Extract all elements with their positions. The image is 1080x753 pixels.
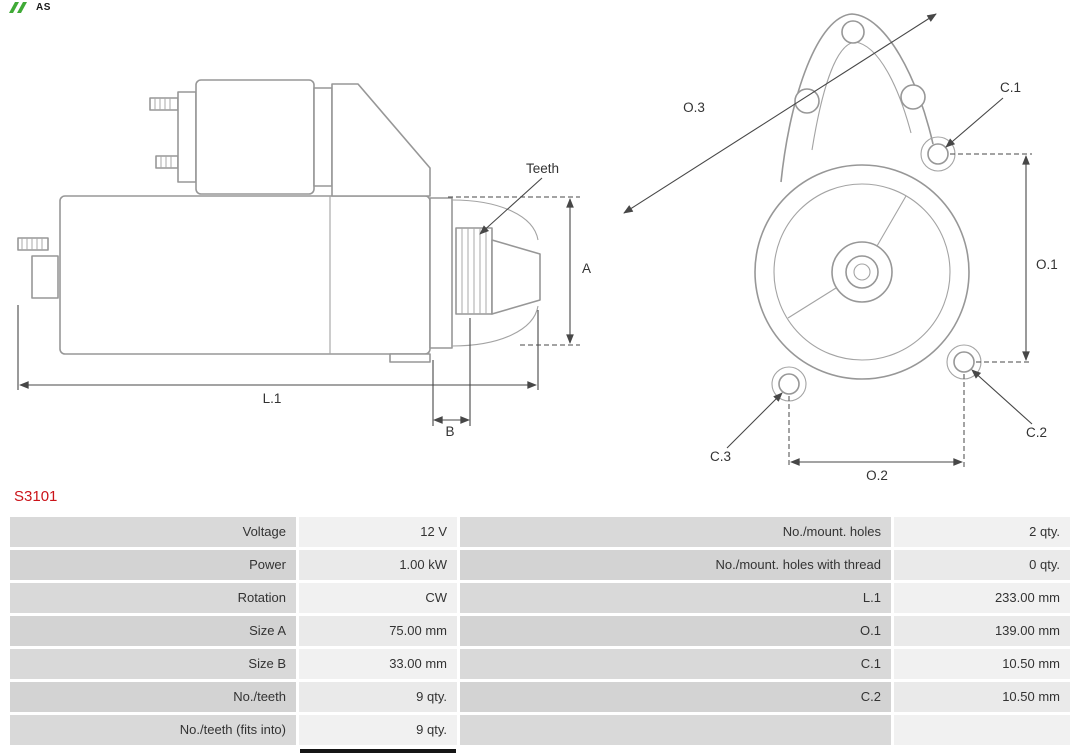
spec-label: O.1 (460, 616, 891, 646)
dim-label-teeth: Teeth (526, 161, 559, 176)
dim-label-a: A (582, 261, 591, 276)
spec-value: 12 V (299, 517, 457, 547)
dim-label-c2: C.2 (1026, 425, 1047, 440)
spec-value: 2 qty. (894, 517, 1070, 547)
dim-label-l1: L.1 (263, 391, 282, 406)
spec-label: Size A (10, 616, 296, 646)
spec-value (894, 715, 1070, 745)
spec-label: No./mount. holes with thread (460, 550, 891, 580)
spec-label: No./teeth (fits into) (10, 715, 296, 745)
spec-value: 10.50 mm (894, 682, 1070, 712)
spec-label: No./mount. holes (460, 517, 891, 547)
spec-label: Voltage (10, 517, 296, 547)
spec-value: 10.50 mm (894, 649, 1070, 679)
spec-value: 1.00 kW (299, 550, 457, 580)
spec-label: Size B (10, 649, 296, 679)
spec-label: No./teeth (10, 682, 296, 712)
spec-value: 33.00 mm (299, 649, 457, 679)
brand-logo-text: AS (36, 1, 51, 13)
starter-front-view: O.3 O.1 O.2 C.1 C.2 C.3 (623, 13, 1058, 483)
starter-side-view: Teeth A L.1 B (17, 79, 591, 439)
brand-logo-icon (9, 1, 27, 13)
dim-label-o1: O.1 (1036, 257, 1058, 272)
dim-label-c3: C.3 (710, 449, 731, 464)
spec-label: C.1 (460, 649, 891, 679)
spec-label (460, 715, 891, 745)
bottom-edge-artifact (300, 749, 456, 753)
spec-label: L.1 (460, 583, 891, 613)
dim-label-b: B (445, 424, 454, 439)
spec-value: 9 qty. (299, 715, 457, 745)
spec-label: Rotation (10, 583, 296, 613)
dim-label-c1: C.1 (1000, 80, 1021, 95)
spec-value: 0 qty. (894, 550, 1070, 580)
dim-label-o2: O.2 (866, 468, 888, 483)
spec-value: 233.00 mm (894, 583, 1070, 613)
technical-drawing: Teeth A L.1 B (17, 13, 1058, 483)
spec-label: Power (10, 550, 296, 580)
part-number: S3101 (14, 488, 58, 505)
spec-value: 139.00 mm (894, 616, 1070, 646)
spec-value: 9 qty. (299, 682, 457, 712)
spec-label: C.2 (460, 682, 891, 712)
dim-label-o3: O.3 (683, 100, 705, 115)
spec-table: Voltage 12 V No./mount. holes 2 qty. Pow… (10, 517, 1070, 745)
brand-logo: AS (8, 0, 51, 14)
spec-value: 75.00 mm (299, 616, 457, 646)
spec-value: CW (299, 583, 457, 613)
